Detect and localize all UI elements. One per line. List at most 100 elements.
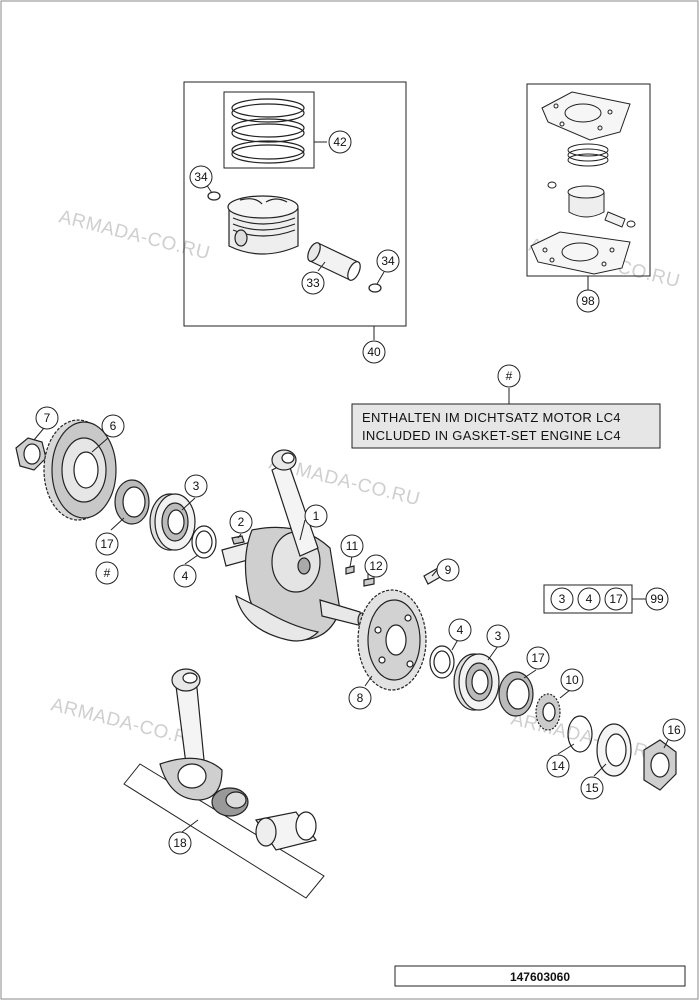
gasket-set-box (526, 83, 651, 290)
callout-11: 11 (340, 534, 364, 558)
piston-pin-drawing (307, 242, 361, 281)
seal-17b-drawing (498, 671, 534, 717)
piston-box-frame (183, 81, 407, 327)
crankshaft-1-drawing (221, 449, 367, 642)
svg-text:4: 4 (182, 569, 189, 583)
gasket-note: ENTHALTEN IM DICHTSATZ MOTOR LC4 INCLUDE… (351, 388, 661, 449)
callout-3-left: 3 (184, 474, 208, 498)
callout-34-right: 34 (376, 249, 400, 273)
callout-34-left: 34 (189, 165, 213, 189)
svg-text:14: 14 (551, 759, 565, 773)
callout-1: 1 (304, 504, 328, 528)
callout-33: 33 (301, 271, 325, 295)
conrod-kit-frame (123, 763, 325, 899)
kit-item-17: 17 (604, 587, 628, 611)
bearing-3a-drawing (149, 493, 196, 551)
kit-item-4: 4 (577, 587, 601, 611)
crankshaft-drawings (15, 419, 677, 791)
svg-text:#: # (506, 369, 513, 383)
svg-text:33: 33 (306, 276, 320, 290)
ring-set-frame (223, 91, 315, 169)
svg-text:16: 16 (667, 723, 681, 737)
callout-99: 99 (645, 587, 669, 611)
svg-text:40: 40 (367, 345, 381, 359)
note-line-german: ENTHALTEN IM DICHTSATZ MOTOR LC4 (362, 410, 621, 425)
callout-10: 10 (560, 668, 584, 692)
leader-lines (33, 427, 669, 777)
gear-6-drawing (43, 419, 117, 521)
callout-40: 40 (362, 340, 386, 364)
document-number: 147603060 (510, 970, 570, 984)
svg-text:8: 8 (357, 691, 364, 705)
svg-text:17: 17 (531, 651, 545, 665)
callout-note-hash: # (497, 364, 521, 388)
svg-text:15: 15 (585, 781, 599, 795)
kit-item-3: 3 (550, 587, 574, 611)
bearing-3b-drawing (453, 653, 500, 711)
callout-15: 15 (580, 776, 604, 800)
callout-2: 2 (229, 510, 253, 534)
callout-6: 6 (101, 414, 125, 438)
svg-text:4: 4 (586, 592, 593, 606)
callout-16: 16 (662, 718, 686, 742)
note-line-english: INCLUDED IN GASKET-SET ENGINE LC4 (362, 428, 621, 443)
callout-14: 14 (546, 754, 570, 778)
nut-7-drawing (15, 437, 47, 471)
sprocket-10-drawing (535, 693, 561, 731)
circlip-right-drawing (368, 283, 382, 293)
svg-text:#: # (104, 566, 111, 580)
document-number-box: 147603060 (394, 965, 686, 987)
piston-rings-drawing (231, 98, 305, 164)
callout-4-left: 4 (173, 564, 197, 588)
callout-98: 98 (576, 289, 600, 313)
callout-12: 12 (364, 554, 388, 578)
svg-text:9: 9 (445, 563, 452, 577)
svg-text:10: 10 (565, 673, 579, 687)
callout-42: 42 (328, 130, 352, 154)
callout-17-right: 17 (526, 646, 550, 670)
svg-text:3: 3 (559, 592, 566, 606)
svg-text:7: 7 (44, 411, 51, 425)
callouts: 42 34 34 33 40 98 # 7 6 3 17 # 4 2 1 11 … (35, 130, 686, 855)
watermark-5: ARMADA-CO.RU (509, 708, 664, 766)
svg-text:4: 4 (457, 623, 464, 637)
circlip-14-drawing (567, 715, 593, 753)
circlip-left-drawing (207, 191, 221, 201)
svg-text:18: 18 (173, 836, 187, 850)
washer-15-drawing (596, 723, 632, 777)
callout-17-left: 17 (95, 532, 119, 556)
gear-8-drawing (357, 589, 427, 691)
svg-text:98: 98 (581, 294, 595, 308)
key-11-drawing (345, 565, 355, 575)
note-box (351, 403, 661, 449)
svg-text:17: 17 (100, 537, 114, 551)
svg-text:1: 1 (313, 509, 320, 523)
callout-8: 8 (348, 686, 372, 710)
svg-text:3: 3 (193, 479, 200, 493)
watermark-1: ARMADA-CO.RU (57, 206, 212, 264)
nut-16-drawing (643, 739, 677, 791)
svg-text:17: 17 (609, 592, 623, 606)
key-12-drawing (363, 577, 375, 587)
callout-hash-17: # (95, 561, 119, 585)
svg-text:42: 42 (333, 135, 347, 149)
seal-17a-drawing (114, 479, 150, 525)
svg-text:3: 3 (495, 629, 502, 643)
svg-text:34: 34 (194, 170, 208, 184)
svg-text:34: 34 (381, 254, 395, 268)
callout-18: 18 (168, 831, 192, 855)
piston-drawing (227, 195, 299, 255)
conrod-kit (123, 668, 325, 899)
svg-text:12: 12 (369, 559, 383, 573)
bearing-kit-group (543, 584, 646, 614)
callout-7: 7 (35, 406, 59, 430)
callout-9: 9 (436, 558, 460, 582)
callout-4-right: 4 (448, 618, 472, 642)
callout-3-right: 3 (486, 624, 510, 648)
svg-text:2: 2 (238, 515, 245, 529)
svg-text:6: 6 (110, 419, 117, 433)
svg-text:99: 99 (650, 592, 664, 606)
